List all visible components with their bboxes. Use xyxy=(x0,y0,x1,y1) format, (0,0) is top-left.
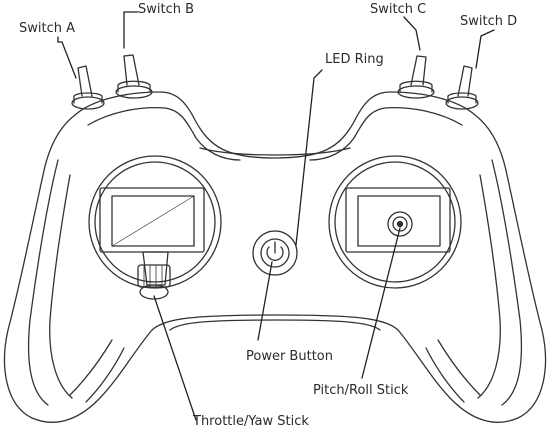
label-throttle-yaw-stick: Throttle/Yaw Stick xyxy=(193,414,309,429)
switch-a-base xyxy=(71,96,105,110)
right-grip-line-inner xyxy=(477,174,501,399)
switch-b-base xyxy=(115,85,153,99)
right-grip-line-outer xyxy=(491,159,523,406)
left-gimbal-window xyxy=(99,187,205,253)
top-ridge-right xyxy=(309,106,463,161)
leader-pitch-roll xyxy=(361,227,401,379)
left-stick-tip xyxy=(139,284,169,300)
power-icon xyxy=(266,246,284,261)
power-button[interactable] xyxy=(260,238,290,268)
leader-switch-d xyxy=(475,29,495,69)
left-stick-grip xyxy=(137,264,171,288)
label-led-ring: LED Ring xyxy=(325,52,384,67)
bottom-bevel xyxy=(169,319,381,331)
leader-switch-b xyxy=(123,11,139,49)
switch-d-lever[interactable] xyxy=(457,65,473,97)
left-stick-shaft xyxy=(142,251,169,286)
label-switch-d: Switch D xyxy=(460,14,518,29)
leader-throttle-yaw xyxy=(153,295,197,421)
leader-switch-c xyxy=(403,16,421,51)
right-gimbal-window xyxy=(345,187,451,253)
controller-body xyxy=(3,91,547,423)
led-ring xyxy=(252,230,298,276)
right-grip-ridge-1 xyxy=(437,339,481,396)
label-pitch-roll-stick: Pitch/Roll Stick xyxy=(313,383,409,398)
left-gimbal-plate xyxy=(111,195,195,247)
switch-c-base xyxy=(397,85,435,99)
label-power-button: Power Button xyxy=(246,349,333,364)
switch-a-lever[interactable] xyxy=(77,65,93,97)
leader-switch-a xyxy=(57,36,77,79)
label-switch-a: Switch A xyxy=(19,21,76,36)
left-gimbal-ring-inner xyxy=(94,161,216,283)
right-gimbal-ring-inner xyxy=(334,161,456,283)
right-stick-top xyxy=(387,211,413,237)
center-top-bevel xyxy=(199,147,351,156)
switch-c-lever[interactable] xyxy=(410,55,427,86)
right-grip-ridge-2 xyxy=(425,347,465,403)
left-grip-line-outer xyxy=(27,159,59,406)
label-switch-b: Switch B xyxy=(138,2,195,17)
left-gimbal-ring-outer xyxy=(88,155,222,289)
leader-led-ring xyxy=(295,69,323,246)
switch-b-lever[interactable] xyxy=(123,54,140,86)
top-ridge xyxy=(87,106,241,161)
right-gimbal-ring-outer xyxy=(328,155,462,289)
label-switch-c: Switch C xyxy=(370,2,427,17)
left-grip-ridge-1 xyxy=(69,339,113,396)
right-gimbal-plate xyxy=(357,195,441,247)
left-grip-ridge-2 xyxy=(85,347,125,403)
leader-power-button xyxy=(257,261,273,341)
left-grip-line-inner xyxy=(49,174,73,399)
switch-d-base xyxy=(445,96,479,110)
